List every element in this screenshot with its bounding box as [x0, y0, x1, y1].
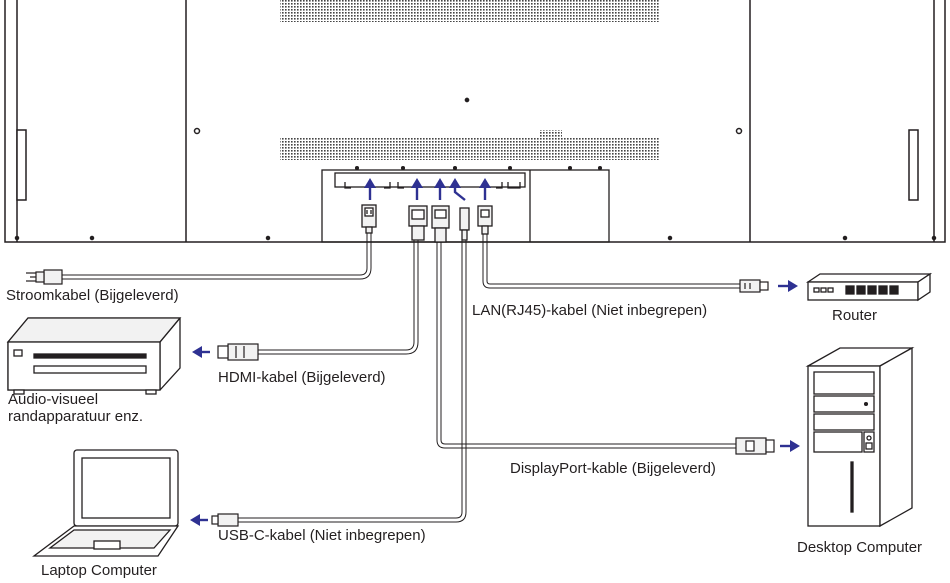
- bottom-speaker-grill: [280, 138, 660, 160]
- av-device-label-line2: randapparatuur enz.: [8, 408, 144, 425]
- hdmi-cable-label: HDMI-kabel (Bijgeleverd): [218, 369, 386, 386]
- router-icon: [805, 272, 933, 302]
- cables: [62, 233, 740, 523]
- displayport-port-arrow: [434, 178, 446, 200]
- top-speaker-grill: [280, 0, 660, 22]
- displayport-cable-end-plug: [735, 437, 775, 455]
- usbc-port-arrow: [449, 178, 466, 201]
- io-bay: [321, 165, 610, 243]
- monitor-back-panel: [4, 0, 946, 243]
- displayport-cable-label: DisplayPort-kable (Bijgeleverd): [510, 460, 716, 477]
- lan-port-arrow: [479, 178, 491, 200]
- power-cable-end-plug: [26, 269, 63, 285]
- usbc-cable-line: [238, 240, 463, 519]
- desktop-computer-label: Desktop Computer: [797, 539, 923, 556]
- hdmi-cable-line: [258, 240, 415, 351]
- usbc-cable-end-plug: [211, 513, 239, 527]
- lan-cable-line: [482, 234, 740, 289]
- displayport-direction-arrow: [780, 440, 800, 452]
- hdmi-plug-head: [408, 205, 428, 241]
- hdmi-direction-arrow: [192, 346, 210, 358]
- displayport-cable-line: [436, 242, 736, 449]
- lan-cable-end-plug: [739, 279, 769, 293]
- hdmi-cable-end-plug: [217, 343, 259, 361]
- usbc-cable-label: USB-C-kabel (Niet inbegrepen): [218, 527, 426, 544]
- lan-cable-label: LAN(RJ45)-kabel (Niet inbegrepen): [472, 302, 708, 319]
- laptop-icon: [32, 449, 180, 557]
- power-cable-label: Stroomkabel (Bijgeleverd): [6, 287, 179, 304]
- laptop-label: Laptop Computer: [41, 562, 157, 579]
- power-plug-head: [361, 204, 377, 234]
- usbc-plug-head: [459, 207, 470, 241]
- usbc-direction-arrow: [190, 514, 208, 526]
- hdmi-port-arrow: [411, 178, 423, 200]
- lan-plug-head: [477, 205, 493, 235]
- lan-direction-arrow: [778, 280, 798, 292]
- router-label: Router: [832, 307, 878, 324]
- av-device-label: Audio-visueel: [8, 391, 99, 408]
- power-cable-line: [62, 233, 368, 276]
- port-arrows: [364, 178, 491, 201]
- displayport-plug-head: [431, 205, 450, 243]
- desktop-computer-icon: [805, 346, 915, 528]
- power-port-arrow: [364, 178, 376, 200]
- av-device-icon: [6, 317, 182, 395]
